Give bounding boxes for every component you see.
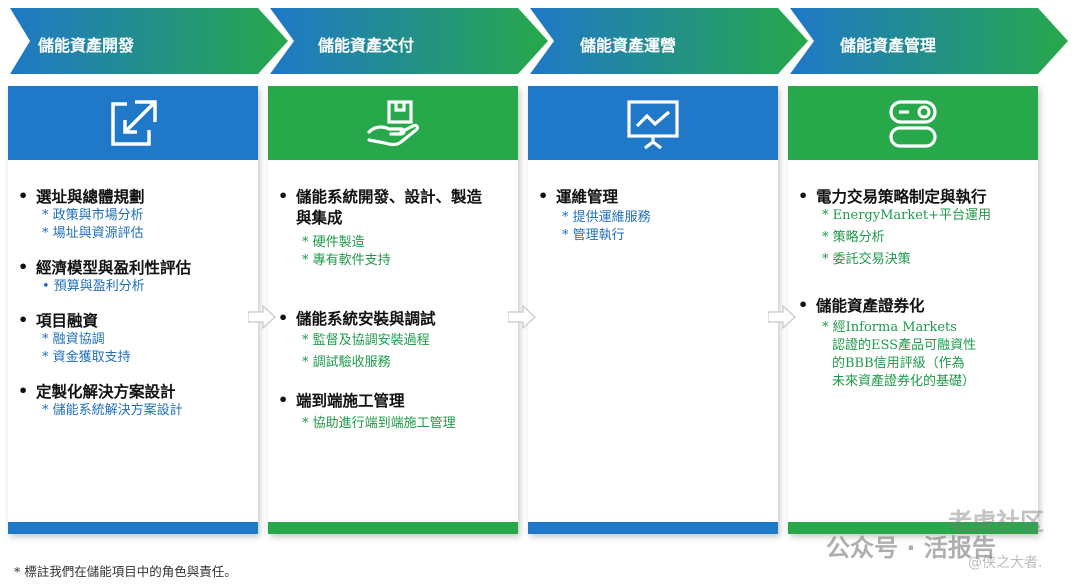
stage-arrow-operation: 儲能資產運營: [528, 8, 810, 74]
list-item: • 儲能系統安裝與調試 * 監督及協調安裝過程 * 調試驗收服務: [278, 308, 436, 370]
card-header: [788, 86, 1038, 160]
stage-title: 儲能資產運營: [580, 36, 677, 55]
card-header: [528, 86, 778, 160]
server-toggle-icon: [889, 100, 937, 148]
stage-card-operation: • 運維管理 * 提供運維服務 * 管理執行: [528, 86, 778, 534]
stage-arrow-management: 儲能資產管理: [788, 8, 1070, 74]
card-footer-bar: [528, 522, 778, 534]
stage-title: 儲能資產開發: [38, 36, 135, 55]
watermark-account: 公众号 · 活报告: [826, 534, 996, 562]
stage-card-development: • 選址與總體規劃 * 政策與市場分析 * 場址與資源評估 • 經濟模型與盈利性…: [8, 86, 258, 534]
stage-arrow-development: 儲能資產開發: [8, 8, 290, 74]
connector-arrow-icon: [768, 305, 796, 329]
list-item: • 儲能系統開發、設計、製造與集成 * 硬件製造 * 專有軟件支持: [278, 186, 483, 268]
list-item: • 項目融資 * 融資協調 * 資金獲取支持: [18, 310, 131, 365]
card-header: [8, 86, 258, 160]
stage-card-management: • 電力交易策略制定與執行 * EnergyMarket+平台運用 * 策略分析…: [788, 86, 1038, 534]
list-item: • 儲能資產證券化 * 經Informa Markets 認證的ESS產品可融資…: [798, 295, 977, 389]
external-link-icon: [111, 100, 157, 146]
watermark-main: 老虎社区: [948, 508, 1044, 536]
list-item: • 選址與總體規劃 * 政策與市場分析 * 場址與資源評估: [18, 186, 145, 241]
hand-box-icon: [367, 100, 420, 146]
card-footer-bar: [268, 522, 518, 534]
stage-arrow-delivery: 儲能資產交付: [268, 8, 550, 74]
card-footer-bar: [8, 522, 258, 534]
stage-title: 儲能資產交付: [318, 36, 415, 55]
list-item: • 運維管理 * 提供運維服務 * 管理執行: [538, 186, 651, 243]
watermark-handle: @侠之大者.: [968, 555, 1043, 571]
list-item: • 定製化解決方案設計 * 儲能系統解決方案設計: [18, 381, 183, 418]
card-header: [268, 86, 518, 160]
connector-arrow-icon: [508, 305, 536, 329]
footnote: * 標註我們在儲能項目中的角色與責任。: [14, 564, 237, 579]
card-footer-bar: [788, 522, 1038, 534]
list-item: • 電力交易策略制定與執行 * EnergyMarket+平台運用 * 策略分析…: [798, 186, 992, 267]
list-item: • 端到端施工管理 * 協助進行端到端施工管理: [278, 390, 456, 431]
connector-arrow-icon: [248, 305, 276, 329]
list-item: • 經濟模型與盈利性評估 • 預算與盈利分析: [18, 257, 192, 294]
stage-card-delivery: • 儲能系統開發、設計、製造與集成 * 硬件製造 * 專有軟件支持 • 儲能系統…: [268, 86, 518, 534]
stage-title: 儲能資產管理: [840, 36, 937, 55]
presentation-board-icon: [627, 100, 679, 150]
